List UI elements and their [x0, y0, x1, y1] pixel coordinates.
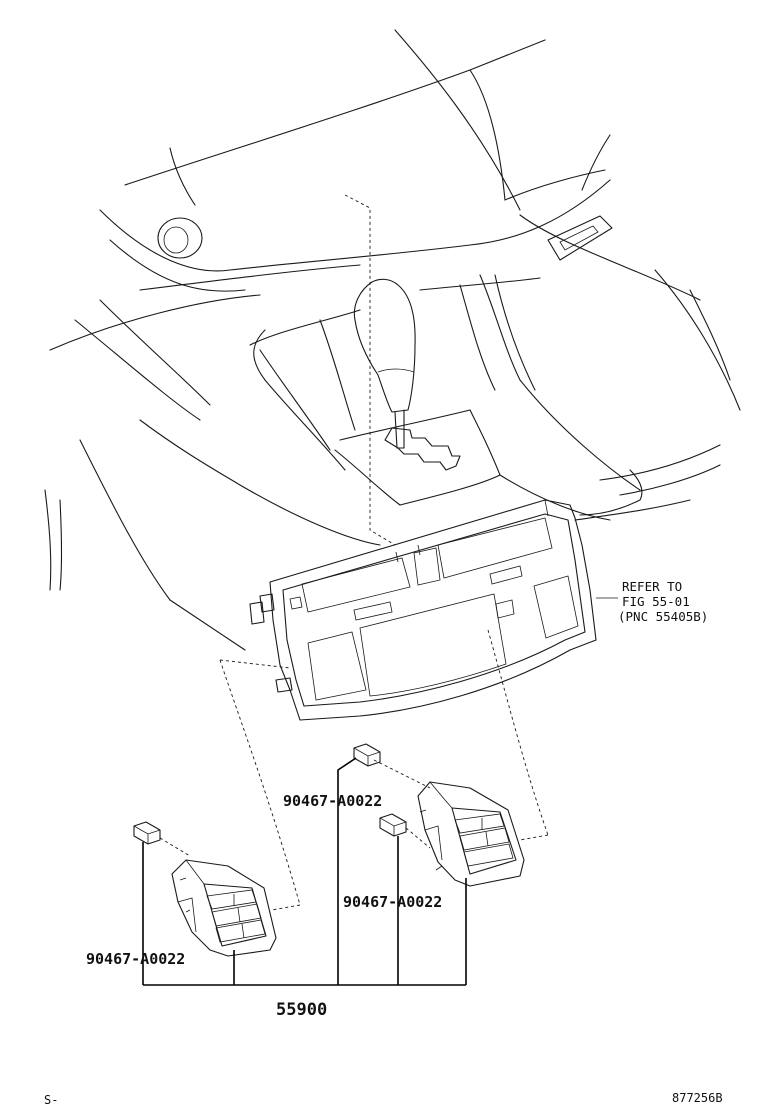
- reference-note: REFER TO FIG 55-01 (PNC 55405B): [618, 579, 708, 624]
- part-number-clip-right: 90467-A0022: [343, 893, 442, 911]
- callout-leader-lines: [142, 757, 467, 986]
- footer-code: S-: [44, 1093, 58, 1107]
- clip-right-icon: [379, 813, 407, 837]
- part-number-clip-upper: 90467-A0022: [283, 792, 382, 810]
- switch-unit-right: [417, 781, 525, 887]
- drawing-number: 877256B: [672, 1091, 723, 1105]
- clip-left-icon: [133, 821, 161, 845]
- console-panel: [249, 499, 597, 721]
- part-number-clip-left: 90467-A0022: [86, 950, 185, 968]
- center-console: [44, 194, 721, 651]
- part-number-assembly: 55900: [276, 1000, 327, 1020]
- dashboard-outline: [49, 29, 741, 421]
- assembly-guides: [159, 629, 549, 911]
- clip-upper-icon: [353, 743, 381, 767]
- switch-unit-left: [171, 859, 277, 957]
- reference-note-line-1: REFER TO: [622, 579, 682, 594]
- reference-note-line-3: (PNC 55405B): [618, 609, 708, 624]
- reference-note-line-2: FIG 55-01: [622, 594, 690, 609]
